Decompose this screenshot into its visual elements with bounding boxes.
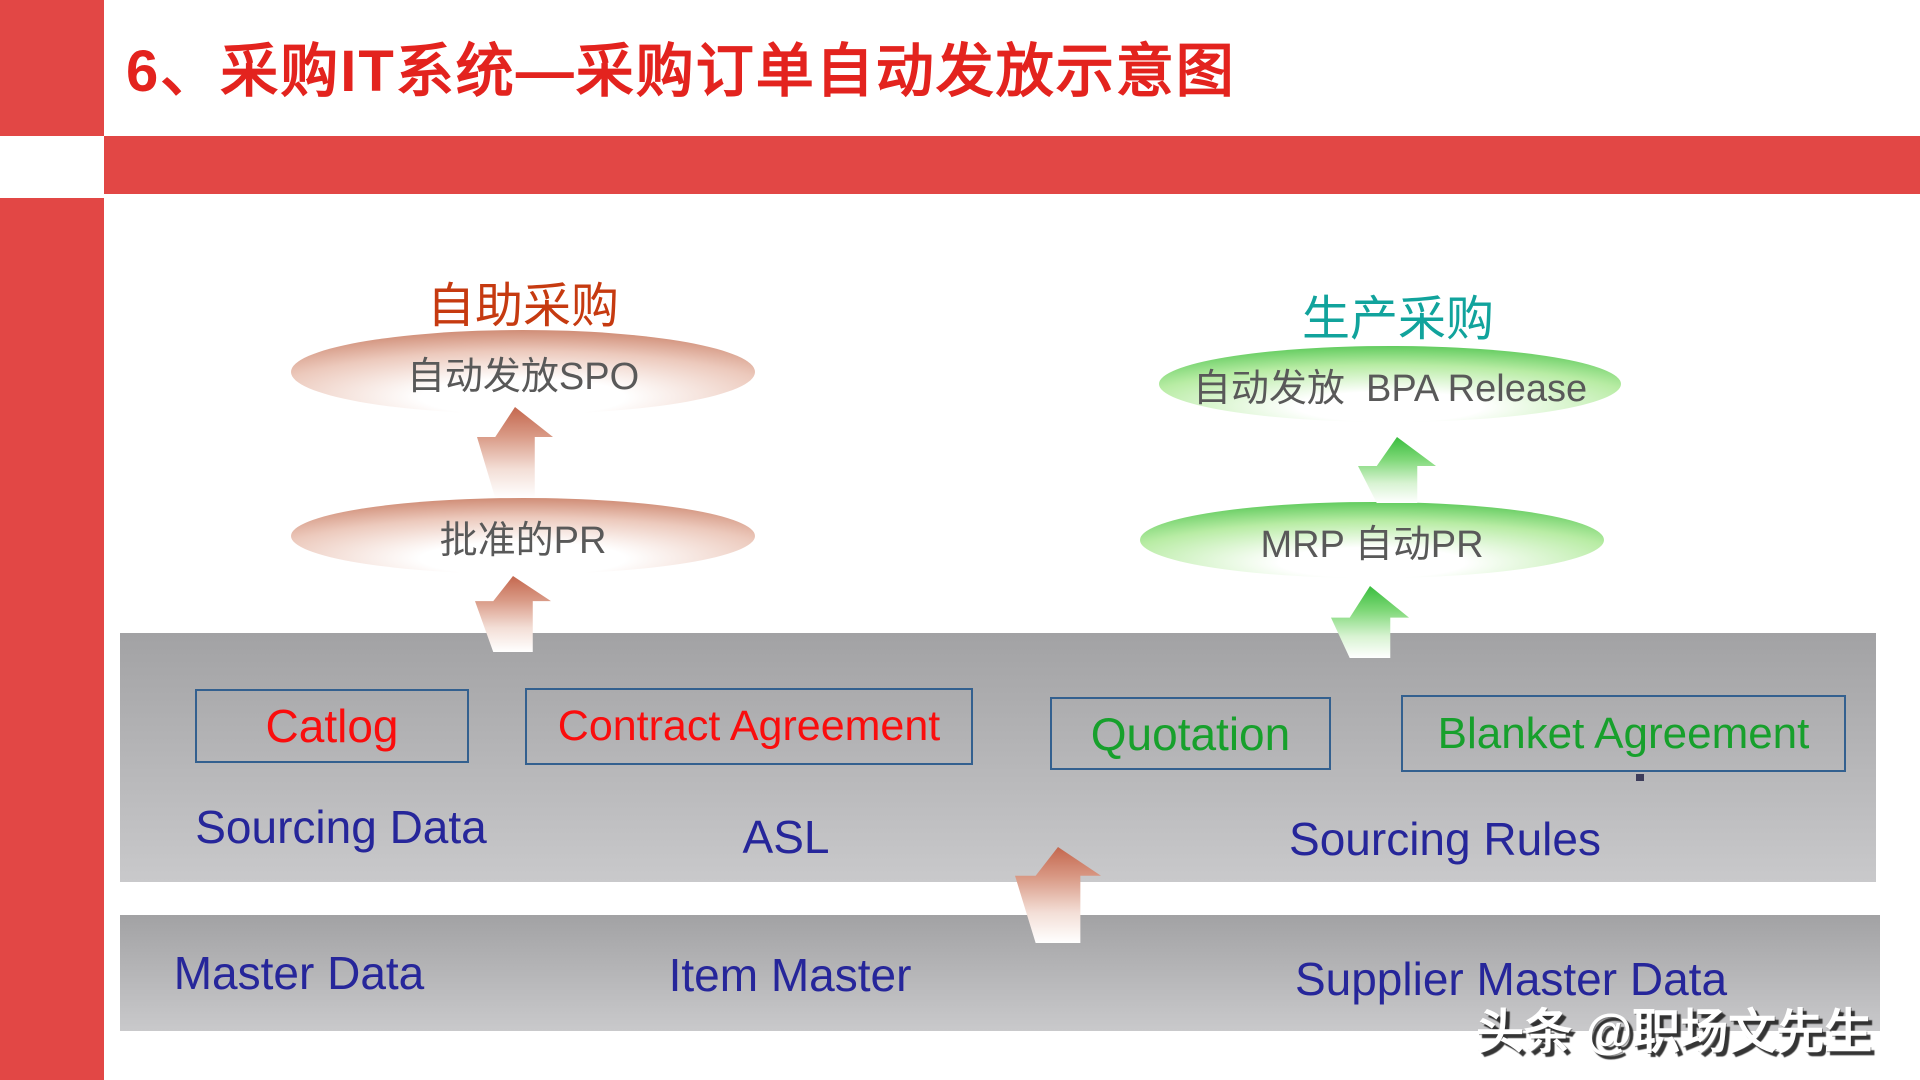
up-arrow-icon [1358, 437, 1436, 503]
small-dot [1636, 774, 1644, 781]
master-data-band [120, 915, 1880, 1031]
box-quotation: Quotation [1050, 697, 1331, 770]
box-contract-agreement: Contract Agreement [525, 688, 973, 765]
label-sourcing-rules: Sourcing Rules [1289, 813, 1601, 865]
production-flow-label: 生产采购 [1301, 293, 1494, 346]
label-sourcing-data: Sourcing Data [195, 801, 487, 853]
top-accent-band [104, 136, 1920, 194]
box-blanket-agreement: Blanket Agreement [1401, 695, 1846, 772]
node-mrp-auto-pr: MRP 自动PR [1140, 502, 1604, 578]
label-asl: ASL [742, 811, 830, 863]
sourcing-band [120, 633, 1876, 882]
label-supplier-master-data: Supplier Master Data [1294, 953, 1728, 1005]
up-arrow-icon [477, 407, 553, 498]
node-approved-pr: 批准的PR [291, 498, 755, 574]
watermark: 头条 @职场文先生 [1476, 1006, 1873, 1059]
self-service-flow-label: 自助采购 [426, 280, 619, 333]
page-title: 6、采购IT系统—采购订单自动发放示意图 [126, 39, 1236, 104]
node-auto-release-bpa: 自动发放 BPA Release [1159, 346, 1621, 422]
box-catlog: Catlog [195, 689, 469, 763]
label-item-master: Item Master [668, 949, 912, 1001]
label-master-data: Master Data [173, 947, 425, 999]
node-auto-release-spo: 自动发放SPO [291, 330, 755, 414]
left-accent-bar-notch [0, 136, 104, 198]
